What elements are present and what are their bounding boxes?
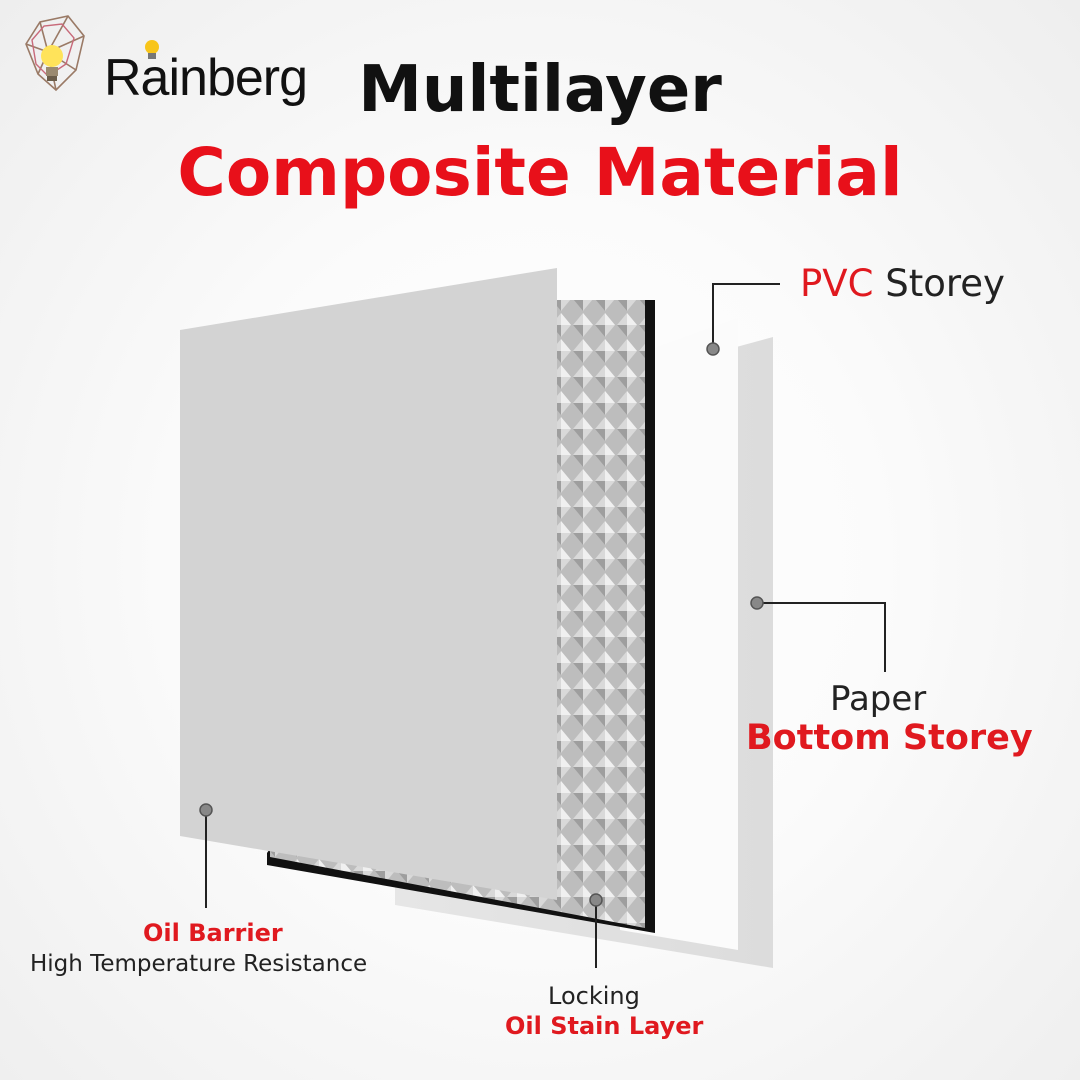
high-temp-label: High Temperature Resistance: [30, 951, 368, 977]
locking-label: Locking: [548, 982, 640, 1010]
pvc-storey-label: PVC Storey: [800, 265, 1005, 302]
pvc-highlight: PVC: [800, 262, 874, 305]
brand-logo: Rainberg: [18, 12, 308, 107]
paper-label: Paper: [830, 679, 927, 719]
oil-barrier-callout: [199, 803, 213, 908]
i-dot-bulb-icon: [145, 40, 159, 59]
title-line-1: Multilayer: [358, 53, 722, 127]
pvc-marker-dot: [706, 342, 720, 356]
locking-marker-dot: [589, 893, 603, 907]
pvc-storey-text: Storey: [873, 262, 1005, 305]
bottom-storey-label: Bottom Storey: [746, 718, 1033, 758]
oil-barrier-marker-dot: [199, 803, 213, 817]
oil-barrier-panel: [180, 268, 557, 900]
oil-barrier-label: Oil Barrier: [143, 919, 283, 947]
pvc-callout: [706, 283, 780, 356]
paper-callout: [750, 596, 886, 672]
lightbulb-diamond-icon: [25, 15, 85, 92]
brand-name: Rainberg: [104, 49, 308, 107]
oil-stain-label: Oil Stain Layer: [505, 1012, 704, 1040]
locking-callout: [589, 893, 603, 968]
paper-marker-dot: [750, 596, 764, 610]
title-line-2: Composite Material: [177, 134, 903, 211]
